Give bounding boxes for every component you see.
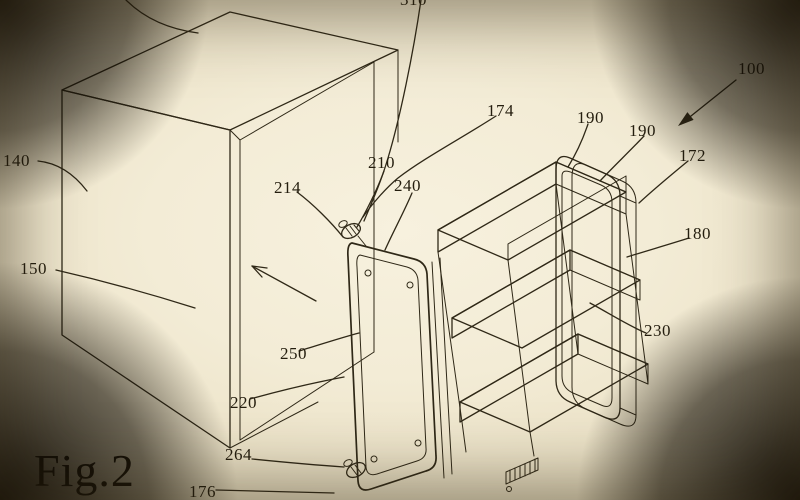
ref-label-250: 250 xyxy=(280,344,307,364)
ref-label-176: 176 xyxy=(189,482,216,500)
ref-label-150: 150 xyxy=(20,259,47,279)
reference-100-arrow xyxy=(678,80,736,126)
ref-label-310-partial: 310 xyxy=(400,0,427,10)
ref-label-220: 220 xyxy=(230,393,257,413)
ref-label-230: 230 xyxy=(644,321,671,341)
bottom-hinge xyxy=(343,458,368,480)
insertion-arrow xyxy=(252,266,316,301)
ref-label-210: 210 xyxy=(368,153,395,173)
ref-label-140: 140 xyxy=(3,151,30,171)
ref-label-240: 240 xyxy=(394,176,421,196)
ref-label-100: 100 xyxy=(738,59,765,79)
ref-label-174: 174 xyxy=(487,101,514,121)
top-hinge xyxy=(338,219,366,246)
figure-caption: Fig.2 xyxy=(34,444,135,497)
shelf-rack xyxy=(432,157,648,492)
ref-label-190-b: 190 xyxy=(629,121,656,141)
ref-label-264: 264 xyxy=(225,445,252,465)
ref-label-180: 180 xyxy=(684,224,711,244)
ref-label-214: 214 xyxy=(274,178,301,198)
ref-label-172: 172 xyxy=(679,146,706,166)
door-panel xyxy=(348,243,436,490)
ref-label-190-a: 190 xyxy=(577,108,604,128)
